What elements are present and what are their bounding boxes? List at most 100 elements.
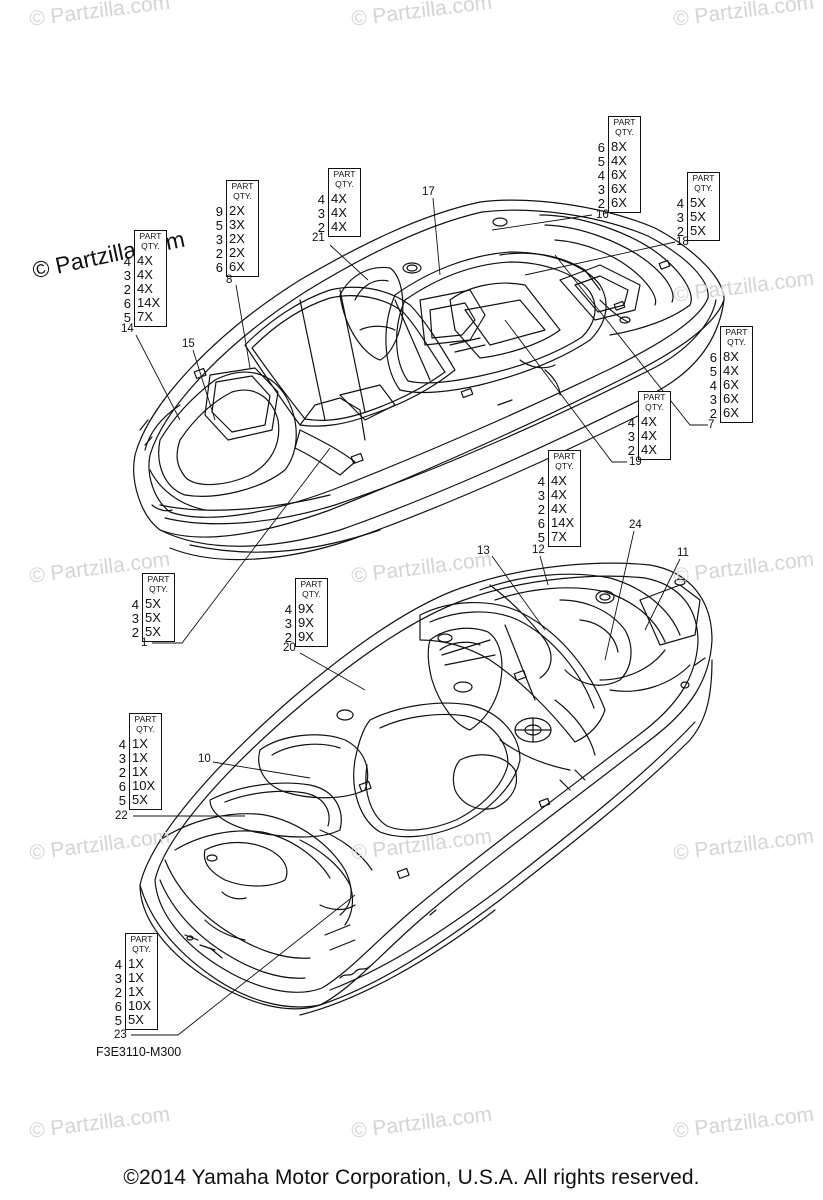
part-label: PART <box>692 173 715 183</box>
ref-number: 6 <box>114 999 122 1014</box>
leader-line <box>491 555 546 631</box>
callout-1: 1 <box>141 637 148 649</box>
ref-number: 2 <box>709 406 717 421</box>
leader-line <box>644 558 681 631</box>
qty-label: QTY. <box>694 182 713 193</box>
quantity-value: 1X <box>132 750 148 765</box>
callout-18: 18 <box>676 236 689 248</box>
ref-number: 3 <box>118 751 126 766</box>
quantity-value: 10X <box>128 998 152 1013</box>
quantity-value: 9X <box>298 629 314 644</box>
part-label: PART <box>130 934 153 944</box>
ref-number: 5 <box>114 1013 122 1028</box>
qty-label: QTY. <box>335 178 354 189</box>
quantity-value: 2X <box>229 231 245 246</box>
leader-line <box>212 761 311 779</box>
quantity-value: 4X <box>641 428 657 443</box>
leader-line <box>299 652 366 691</box>
ref-number: 2 <box>676 224 684 239</box>
part-label: PART <box>139 231 162 241</box>
ref-number: 4 <box>131 597 139 612</box>
quantity-value: 5X <box>145 624 161 639</box>
leader-line <box>131 894 356 1036</box>
quantity-value: 4X <box>641 414 657 429</box>
quantity-value: 5X <box>690 223 706 238</box>
callout-16: 16 <box>596 209 609 221</box>
ref-number: 3 <box>627 429 635 444</box>
quantity-value: 6X <box>611 167 627 182</box>
ref-number: 4 <box>114 957 122 972</box>
callout-24: 24 <box>629 519 642 531</box>
ref-number: 4 <box>284 602 292 617</box>
quantity-value: 4X <box>723 363 739 378</box>
ref-number: 3 <box>215 232 223 247</box>
ref-number: 5 <box>597 154 605 169</box>
copyright-notice: ©2014 Yamaha Motor Corporation, U.S.A. A… <box>123 1166 700 1189</box>
ref-number: 4 <box>317 192 325 207</box>
quantity-value: 5X <box>132 792 148 807</box>
ref-number: 6 <box>215 260 223 275</box>
ref-number: 3 <box>709 392 717 407</box>
quantity-value: 4X <box>331 219 347 234</box>
callout-22: 22 <box>115 810 128 822</box>
quantity-value: 5X <box>145 610 161 625</box>
ref-number: 3 <box>317 206 325 221</box>
part-label: PART <box>300 579 323 589</box>
callout-21: 21 <box>312 232 325 244</box>
quantity-value: 1X <box>128 984 144 999</box>
quantity-value: 4X <box>551 501 567 516</box>
callout-14: 14 <box>121 323 134 335</box>
callout-19: 19 <box>629 456 642 468</box>
quantity-value: 5X <box>128 1012 144 1027</box>
callout-11: 11 <box>677 547 689 559</box>
upper-boat-drawing <box>133 199 725 561</box>
ref-number: 3 <box>676 210 684 225</box>
part-label: PART <box>333 169 356 179</box>
quantity-value: 8X <box>611 139 627 154</box>
leader-line <box>554 254 708 426</box>
ref-number: 6 <box>123 296 131 311</box>
callout-13: 13 <box>477 545 490 557</box>
qty-label: QTY. <box>149 583 168 594</box>
quantity-value: 4X <box>137 281 153 296</box>
callout-23: 23 <box>114 1029 127 1041</box>
quantity-value: 1X <box>132 736 148 751</box>
quantity-value: 14X <box>551 515 575 530</box>
ref-number: 3 <box>114 971 122 986</box>
quantity-value: 14X <box>137 295 161 310</box>
ref-number: 5 <box>118 793 126 808</box>
leader-line <box>192 349 216 421</box>
quantity-value: 4X <box>137 253 153 268</box>
callout-15: 15 <box>182 338 195 350</box>
ref-number: 4 <box>118 737 126 752</box>
quantity-value: 6X <box>611 195 627 210</box>
ref-number: 4 <box>537 474 545 489</box>
ref-number: 4 <box>676 196 684 211</box>
ref-number: 4 <box>123 254 131 269</box>
ref-number: 6 <box>537 516 545 531</box>
quantity-value: 4X <box>641 442 657 457</box>
quantity-value: 4X <box>331 205 347 220</box>
qty-label: QTY. <box>555 460 574 471</box>
ref-number: 4 <box>709 378 717 393</box>
callout-10: 10 <box>198 753 211 765</box>
ref-number: 2 <box>317 220 325 235</box>
part-label: PART <box>613 117 636 127</box>
ref-number: 6 <box>709 350 717 365</box>
quantity-value: 2X <box>229 203 245 218</box>
ref-number: 2 <box>123 282 131 297</box>
ref-number: 2 <box>118 765 126 780</box>
quantity-value: 4X <box>551 487 567 502</box>
ref-number: 5 <box>709 364 717 379</box>
quantity-value: 4X <box>611 153 627 168</box>
quantity-value: 4X <box>137 267 153 282</box>
quantity-value: 1X <box>128 970 144 985</box>
qty-label: QTY. <box>132 943 151 954</box>
ref-number: 2 <box>597 196 605 211</box>
